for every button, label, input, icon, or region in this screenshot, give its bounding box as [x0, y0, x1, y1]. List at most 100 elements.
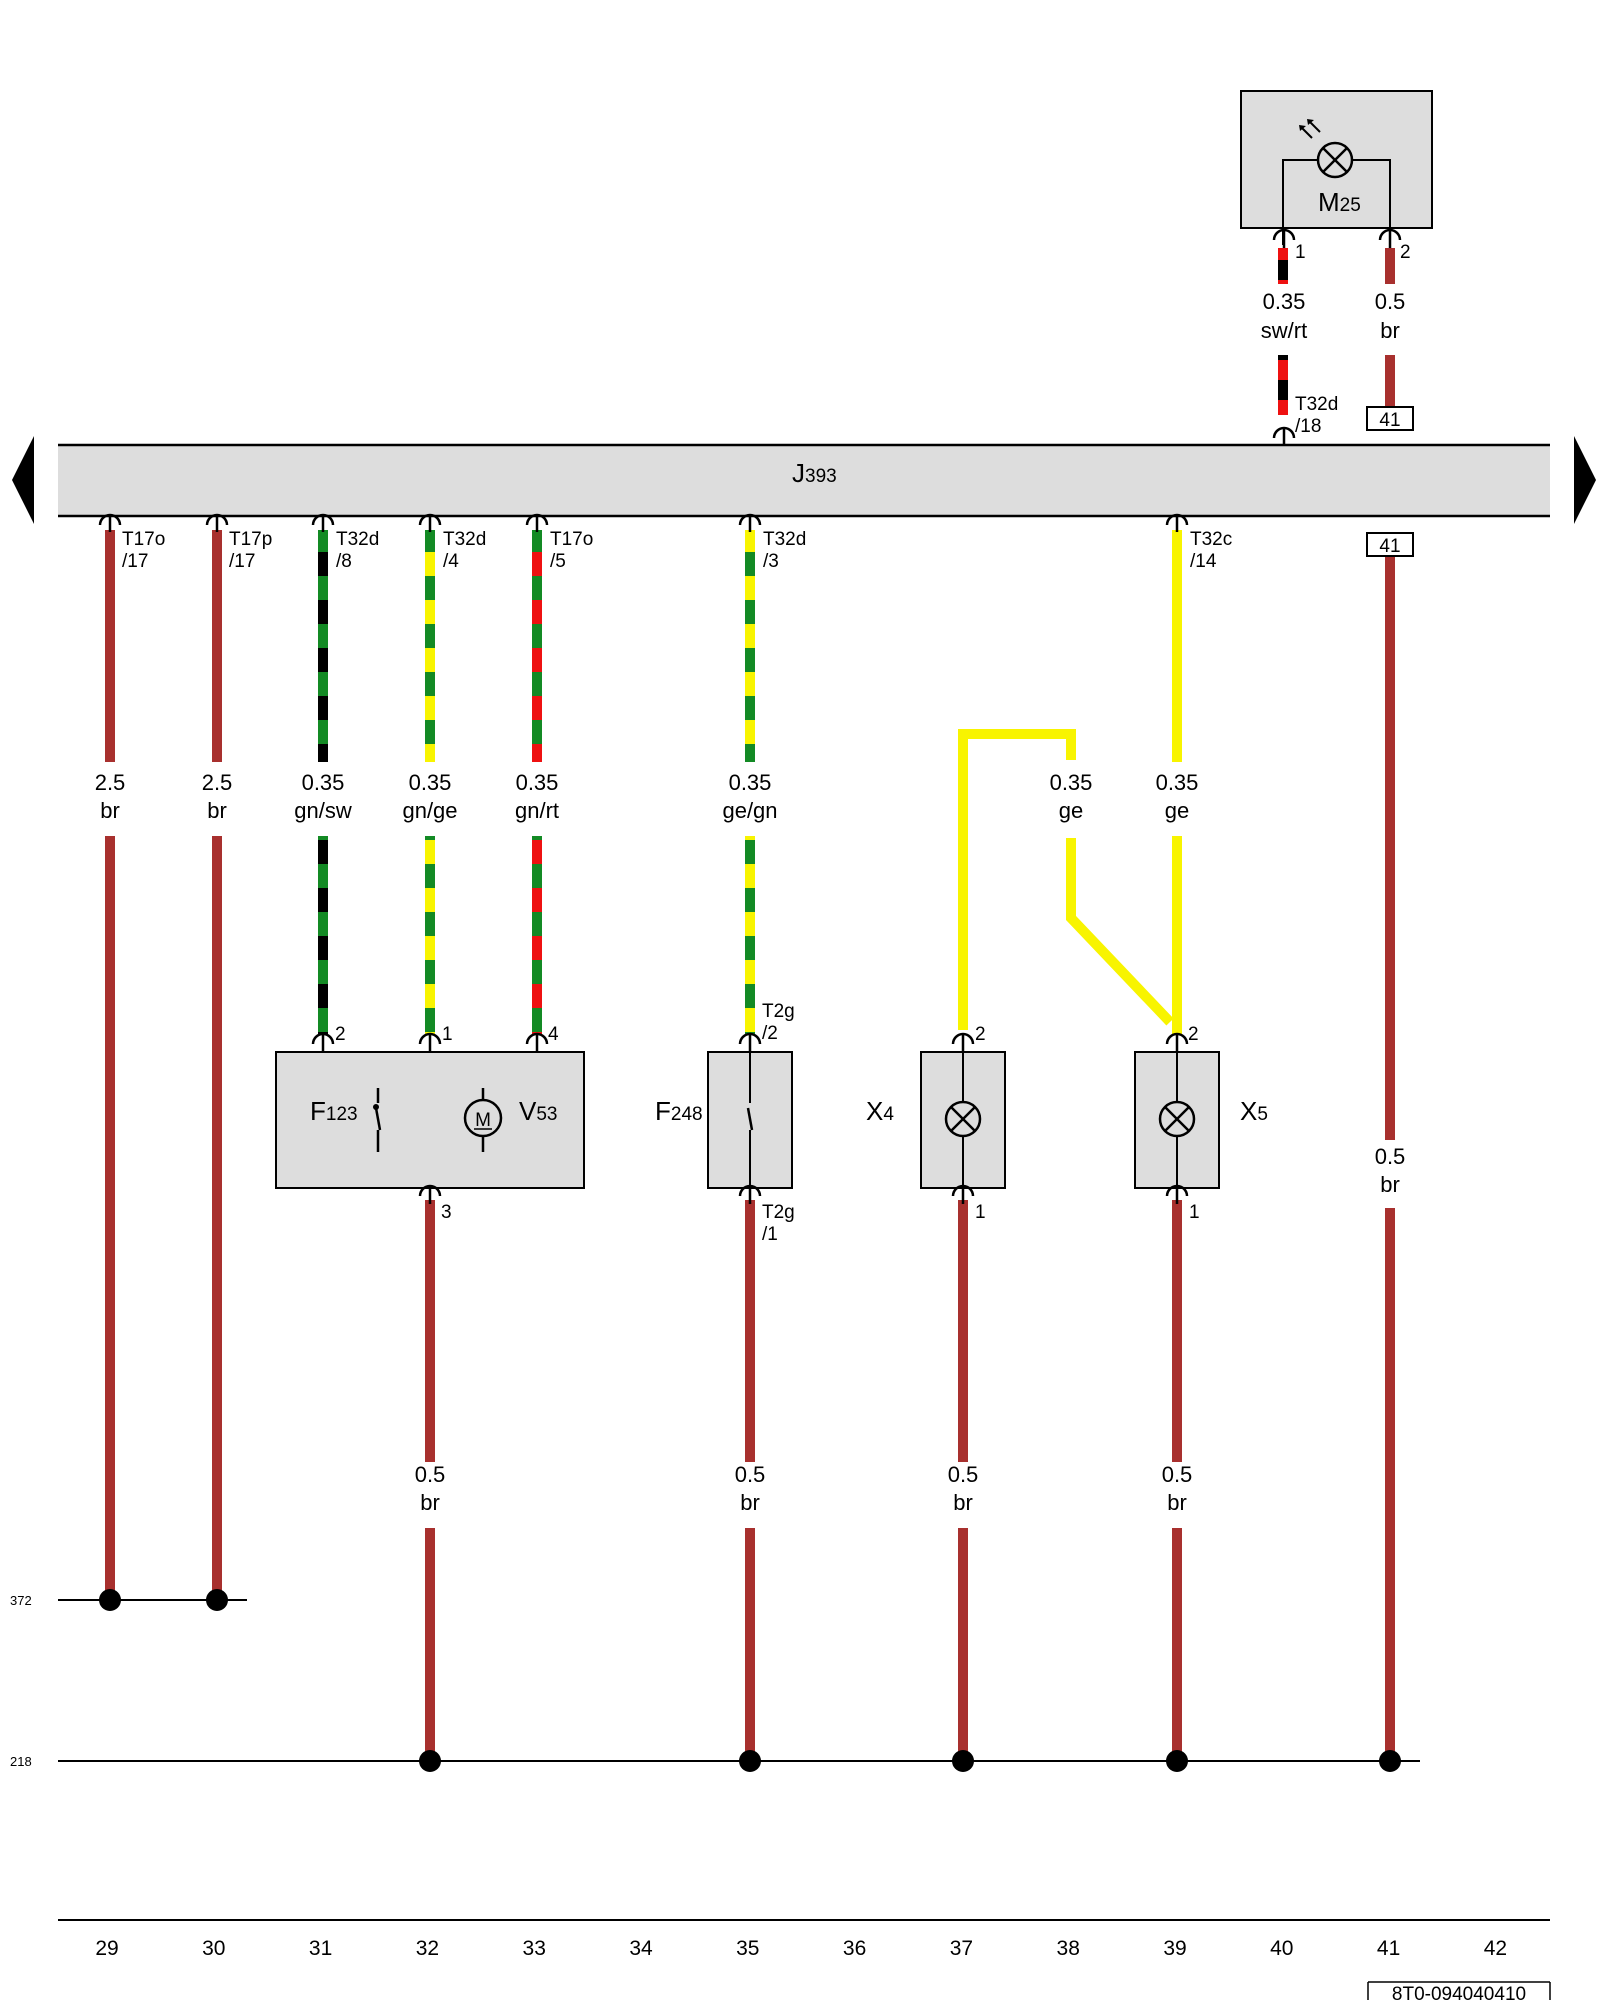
- ref-box: [1366, 406, 1414, 431]
- column-number: 32: [416, 1937, 439, 1960]
- pin-number: 1: [442, 1024, 453, 1045]
- connector-name: T32c: [1190, 529, 1232, 550]
- x5-label: X5: [1240, 1096, 1268, 1126]
- wire-size: 2.5: [95, 770, 126, 795]
- bus-372: 372: [10, 1589, 247, 1611]
- pin-number: 2: [1188, 1024, 1199, 1045]
- pin-number: 1: [1295, 242, 1306, 263]
- x4-label: X4: [866, 1096, 894, 1126]
- wire-color: br: [420, 1490, 440, 1515]
- wire-color: ge: [1165, 798, 1189, 823]
- connector-name: T32d: [1295, 394, 1338, 415]
- bus-label: 372: [10, 1593, 32, 1608]
- column-number: 34: [629, 1937, 653, 1960]
- ref-label: 41: [1379, 410, 1400, 431]
- wire-size: 0.5: [1375, 289, 1406, 314]
- column-number: 31: [309, 1937, 332, 1960]
- continue-right-arrow-icon: [1574, 436, 1596, 524]
- column-number: 35: [736, 1937, 759, 1960]
- f123-label: F123: [310, 1096, 358, 1126]
- wire-col-41: 41 0.5 br: [1366, 532, 1414, 1760]
- wire-size: 0.35: [302, 770, 345, 795]
- wire-color: br: [740, 1490, 760, 1515]
- m25-lamp-icon: [1299, 119, 1354, 179]
- wire-color: gn/ge: [402, 798, 457, 823]
- connector-pin: /1: [762, 1224, 778, 1245]
- ref-label: 41: [1379, 536, 1400, 557]
- wire-color: br: [1380, 1172, 1400, 1197]
- lamp-icon: [1158, 1100, 1196, 1138]
- wire-m25-pin1: 0.35 sw/rt 1 T32d /18: [1261, 242, 1339, 437]
- connector-pin: /14: [1190, 551, 1217, 572]
- pin-number: 2: [1400, 242, 1411, 263]
- v53-label: V53: [519, 1096, 557, 1126]
- x4-component: X4: [866, 1051, 1006, 1189]
- f123-v53-component: F123 M V53: [275, 1051, 585, 1189]
- bus-label: 218: [10, 1754, 32, 1769]
- wire-color: br: [1167, 1490, 1187, 1515]
- bus-218: 218: [10, 1750, 1420, 1772]
- column-number: 37: [950, 1937, 973, 1960]
- wire-col-39: 0.35 ge T32c /14 2: [1156, 529, 1233, 1045]
- wire-color: br: [100, 798, 120, 823]
- wire-color: gn/sw: [294, 798, 352, 823]
- wire-col-35: 0.35 ge/gn T32d /3 T2g /2: [722, 529, 806, 1044]
- wire-size: 0.5: [1162, 1462, 1193, 1487]
- ref-box: [1366, 532, 1414, 557]
- wire-col-32: 0.35 gn/ge T32d /4 1: [402, 529, 486, 1045]
- connector-pin: /17: [122, 551, 148, 572]
- pin-number: 1: [1189, 1202, 1200, 1223]
- connector-pin: /18: [1295, 416, 1321, 437]
- wire-size: 2.5: [202, 770, 233, 795]
- j393-label: J393: [792, 458, 837, 488]
- wire-color: br: [1380, 318, 1400, 343]
- connector-pin: /4: [443, 551, 459, 572]
- wire-color: gn/rt: [515, 798, 559, 823]
- wire-m25-pin2: 0.5 br 2 41: [1366, 242, 1414, 431]
- connector-name: T2g: [762, 1202, 795, 1223]
- wire-size: 0.35: [409, 770, 452, 795]
- wire-col-31: 0.35 gn/sw T32d /8 2: [294, 529, 379, 1045]
- f248-component: F248: [655, 1051, 793, 1189]
- wire-color: ge: [1059, 798, 1083, 823]
- wire-size: 0.5: [735, 1462, 766, 1487]
- ground-wire-32: 0.5 br 3: [415, 1200, 452, 1760]
- x5-component: X5: [1134, 1051, 1268, 1189]
- wire-size: 0.5: [948, 1462, 979, 1487]
- wire-size: 0.35: [516, 770, 559, 795]
- continue-left-arrow-icon: [12, 436, 34, 524]
- connector-pin: /3: [763, 551, 779, 572]
- connector-clips: [98, 228, 1402, 1204]
- pin-number: 4: [548, 1024, 559, 1045]
- wire-color: br: [953, 1490, 973, 1515]
- connector-name: T17o: [550, 529, 593, 550]
- wire-color: br: [207, 798, 227, 823]
- column-number: 40: [1270, 1937, 1293, 1960]
- connector-pin: /17: [229, 551, 255, 572]
- pin-number: 2: [335, 1024, 346, 1045]
- wire-col-29: 2.5 br T17o /17: [95, 529, 165, 1600]
- column-number: 41: [1377, 1937, 1400, 1960]
- lamp-icon: [944, 1100, 982, 1138]
- ground-wire-39: 0.5 br 1: [1162, 1200, 1200, 1760]
- column-number: 29: [95, 1937, 118, 1960]
- column-number: 36: [843, 1937, 866, 1960]
- f248-label: F248: [655, 1096, 703, 1126]
- document-code: 8T0-094040410: [1367, 1981, 1551, 2000]
- connector-name: T32d: [763, 529, 806, 550]
- column-number: 30: [202, 1937, 225, 1960]
- svg-text:M: M: [475, 1110, 491, 1131]
- connector-pin: /5: [550, 551, 566, 572]
- wire-col-38-loop: 0.35 ge 2: [958, 729, 1174, 1045]
- m25-component: M25: [1240, 90, 1433, 245]
- wire-col-30: 2.5 br T17p /17: [202, 529, 272, 1600]
- wire-color: sw/rt: [1261, 318, 1307, 343]
- component-pin: /2: [762, 1023, 778, 1044]
- column-number: 42: [1484, 1937, 1507, 1960]
- pin-number: 1: [975, 1202, 986, 1223]
- column-number: 38: [1057, 1937, 1080, 1960]
- component-connector: T2g: [762, 1001, 795, 1022]
- motor-icon: M: [463, 1088, 503, 1152]
- connector-name: T32d: [443, 529, 486, 550]
- column-number: 39: [1163, 1937, 1186, 1960]
